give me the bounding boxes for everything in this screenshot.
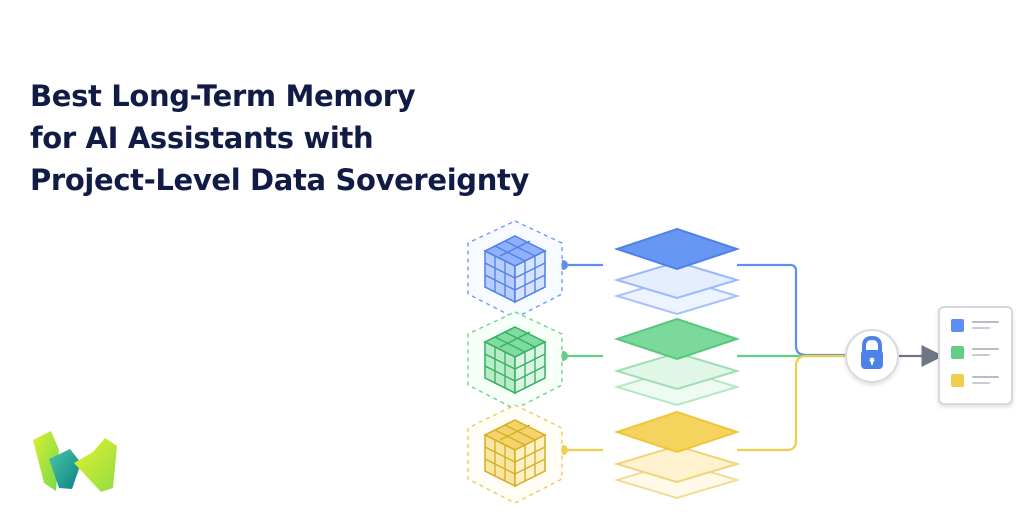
- blue-route-line: [737, 263, 845, 357]
- blue-memory-layers: [613, 227, 741, 316]
- page-title: Best Long-Term Memory for AI Assistants …: [30, 75, 600, 201]
- lock-icon: [861, 335, 883, 369]
- logo-center-wing: [49, 449, 81, 489]
- yellow-route-line: [737, 354, 845, 452]
- yellow-project-cube: [467, 404, 563, 504]
- blue-project-cube: [467, 220, 563, 319]
- title-line-2: for AI Assistants with: [30, 121, 374, 155]
- logo-right-wing: [74, 438, 117, 492]
- title-line-3: Project-Level Data Sovereignty: [30, 163, 530, 197]
- green-memory-layers: [613, 317, 741, 407]
- green-project-cube: [467, 311, 563, 410]
- yellow-memory-layers: [613, 410, 741, 500]
- brand-logo: [33, 431, 117, 492]
- title-line-1: Best Long-Term Memory: [30, 79, 416, 113]
- logo-left-wing: [33, 431, 59, 491]
- document-icon: [951, 319, 999, 387]
